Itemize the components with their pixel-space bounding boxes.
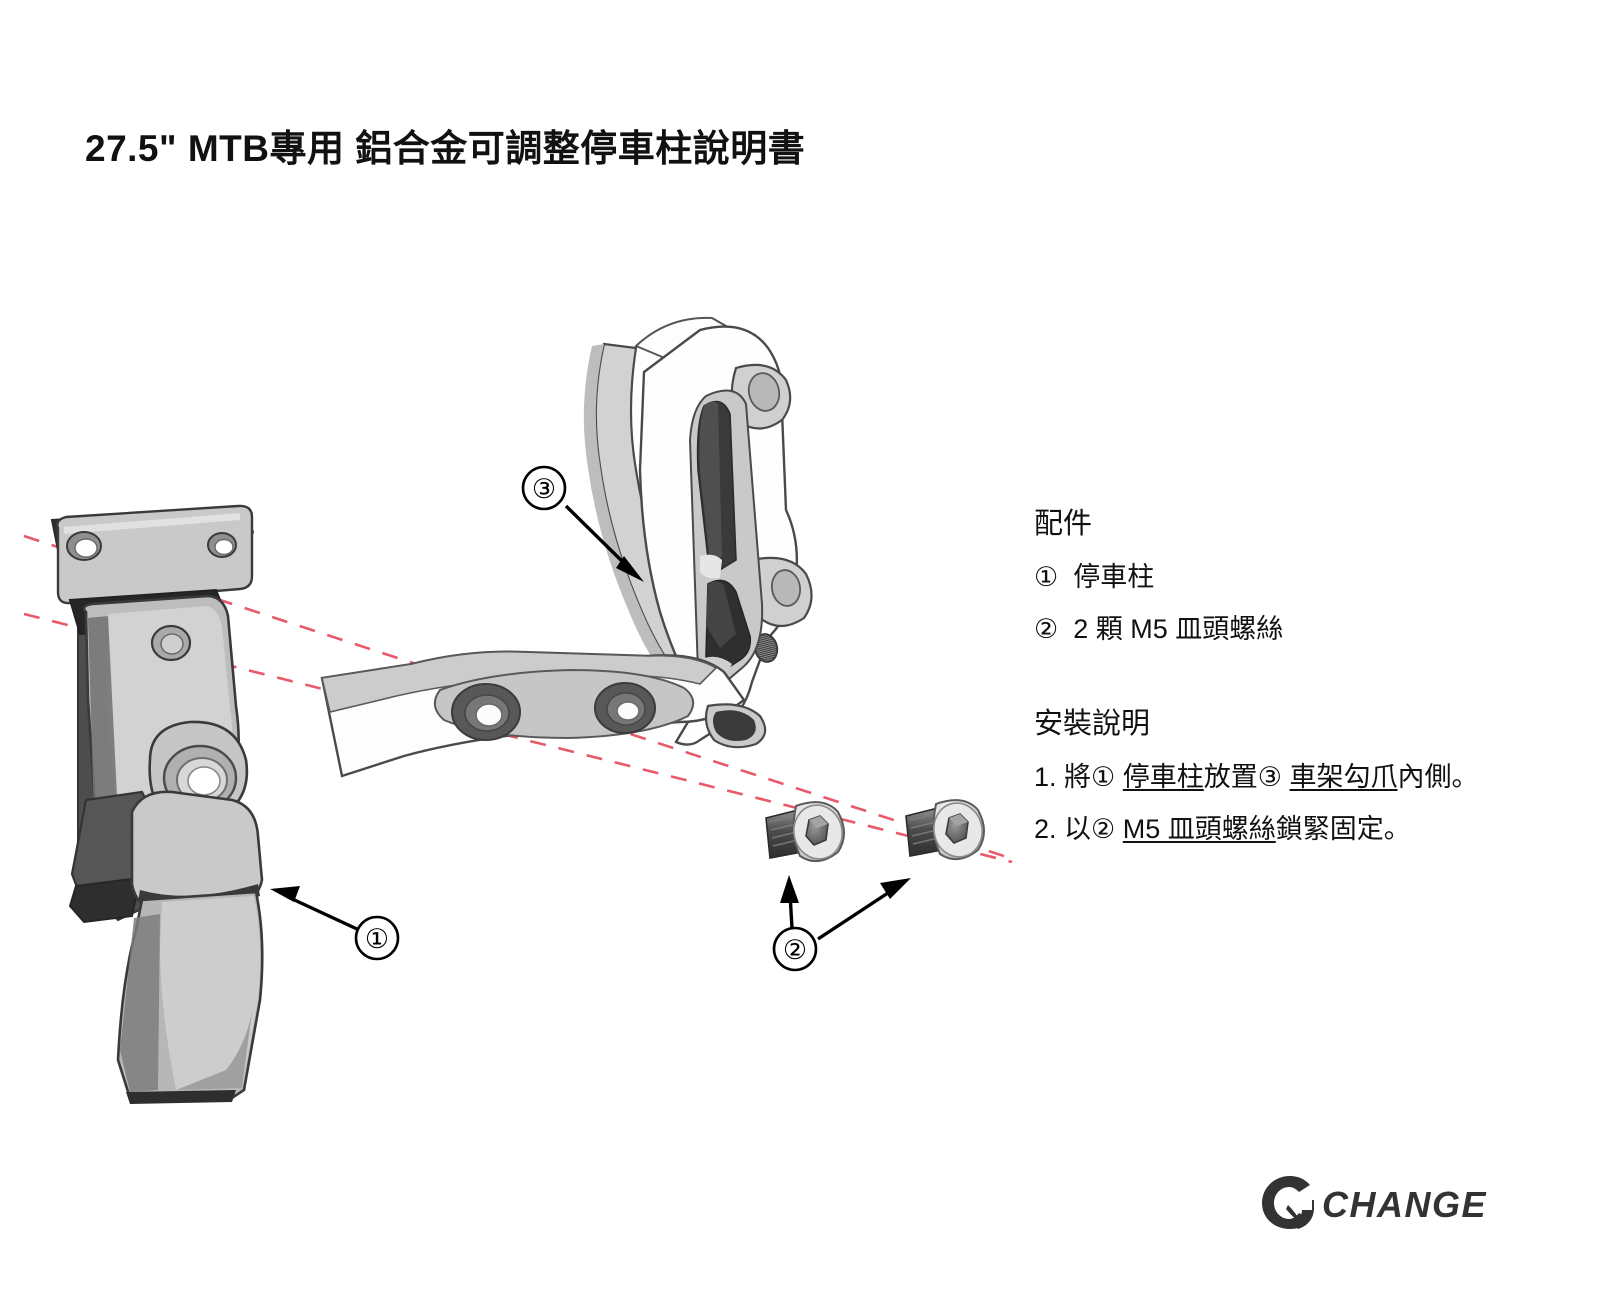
callout-3: ③ bbox=[521, 465, 644, 582]
step-2-post: 鎖緊固定。 bbox=[1275, 813, 1411, 844]
step-2-number: 2. bbox=[1034, 813, 1057, 844]
install-heading: 安裝說明 bbox=[1034, 708, 1151, 740]
frame-dropout-assembly bbox=[320, 316, 813, 778]
step-2-marker-1: ② bbox=[1091, 813, 1116, 844]
parts-list-item-2: ② 2 顆 M5 皿頭螺絲 bbox=[1034, 612, 1283, 648]
parking-stand-assembly bbox=[50, 504, 264, 1104]
parts-list: 配件 ① 停車柱 ② 2 顆 M5 皿頭螺絲 bbox=[1034, 500, 1283, 663]
parts-item-1-marker: ① bbox=[1034, 562, 1059, 592]
install-step-1: 1. 將① 停車柱放置③ 車架勾爪內側。 bbox=[1034, 760, 1479, 796]
brand-logo: CHANGE bbox=[1262, 1176, 1487, 1229]
parts-item-2-label: 2 顆 M5 皿頭螺絲 bbox=[1073, 613, 1284, 644]
install-step-2: 2. 以② M5 皿頭螺絲鎖緊固定。 bbox=[1034, 812, 1479, 848]
step-1-mid: 放置 bbox=[1203, 762, 1258, 792]
callout-3-label: ③ bbox=[532, 474, 556, 504]
step-2-term-1: M5 皿頭螺絲 bbox=[1122, 813, 1276, 844]
step-1-post: 內側。 bbox=[1397, 762, 1479, 792]
m5-countersunk-screw-right bbox=[905, 799, 985, 861]
step-2-pre: 以 bbox=[1064, 813, 1092, 844]
logo-wordmark: CHANGE bbox=[1322, 1184, 1487, 1225]
step-1-marker-2: ③ bbox=[1257, 762, 1282, 792]
callout-1: ① bbox=[270, 886, 400, 961]
logo-c-mark-icon bbox=[1262, 1176, 1314, 1229]
parts-item-2-marker: ② bbox=[1034, 613, 1059, 644]
parts-item-1-label: 停車柱 bbox=[1073, 562, 1155, 592]
step-1-marker-1: ① bbox=[1091, 762, 1116, 792]
m5-countersunk-screw-left bbox=[765, 801, 845, 863]
page-title: 27.5" MTB專用 鋁合金可調整停車柱說明書 bbox=[85, 128, 806, 169]
step-1-term-2: 車架勾爪 bbox=[1289, 762, 1398, 792]
alignment-line-lower bbox=[23, 612, 1013, 864]
step-1-term-1: 停車柱 bbox=[1122, 762, 1204, 792]
parts-list-item-1: ① 停車柱 bbox=[1034, 560, 1283, 596]
callout-1-label: ① bbox=[365, 924, 389, 954]
callout-2-label: ② bbox=[783, 935, 807, 965]
step-1-pre: 將 bbox=[1064, 762, 1092, 792]
callout-2: ② bbox=[772, 875, 911, 972]
step-1-number: 1. bbox=[1034, 762, 1057, 792]
installation-instructions: 安裝說明 1. 將① 停車柱放置③ 車架勾爪內側。 2. 以② M5 皿頭螺絲鎖… bbox=[1034, 700, 1479, 863]
parts-list-heading: 配件 bbox=[1034, 508, 1093, 540]
